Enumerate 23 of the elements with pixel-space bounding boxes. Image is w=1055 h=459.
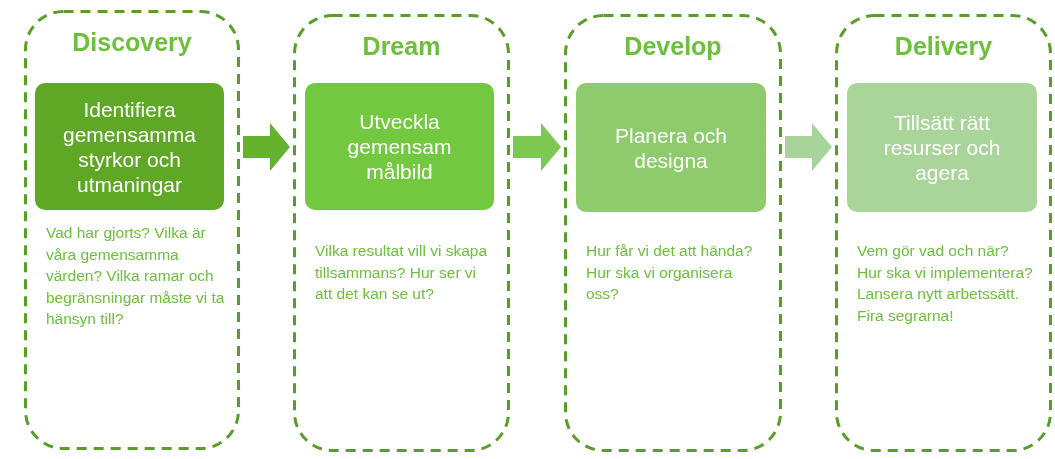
stage-panel bbox=[564, 14, 782, 452]
stage-title: Dream bbox=[361, 32, 442, 61]
step-text: Planera och designa bbox=[613, 122, 729, 173]
step-text: Utveckla gemensam målbild bbox=[346, 109, 453, 184]
question-text: Vad har gjorts? Vilka är våra gemensamma värden? Vilka ramar och begränsningar måste vi ta hänsyn till? bbox=[46, 223, 226, 329]
step-box bbox=[305, 83, 494, 210]
step-box bbox=[847, 83, 1037, 212]
question-text: Vilka resultat vill vi skapa tillsammans? Hur ser vi att det kan se ut? bbox=[315, 241, 488, 304]
stage-title: Delivery bbox=[893, 32, 994, 61]
block-arrow bbox=[243, 123, 290, 171]
stage-panel bbox=[293, 14, 510, 452]
step-box bbox=[576, 83, 766, 212]
stage-title: Discovery bbox=[71, 28, 193, 57]
question-text: Hur får vi det att hända? Hur ska vi organisera oss? bbox=[586, 241, 754, 304]
block-arrow bbox=[785, 123, 832, 171]
step-text: Tillsätt rätt resurser och agera bbox=[882, 110, 1002, 185]
stage-panel bbox=[24, 10, 240, 450]
step-text: Identifiera gemensamma styrkor och utmaningar bbox=[61, 96, 198, 197]
step-box bbox=[35, 83, 224, 210]
stage-panel bbox=[835, 14, 1052, 452]
question-text: Vem gör vad och när? Hur ska vi implementera? Lansera nytt arbetssätt. Fira segrarna! bbox=[857, 241, 1034, 326]
stage-title: Develop bbox=[623, 32, 723, 61]
block-arrow bbox=[513, 123, 561, 171]
